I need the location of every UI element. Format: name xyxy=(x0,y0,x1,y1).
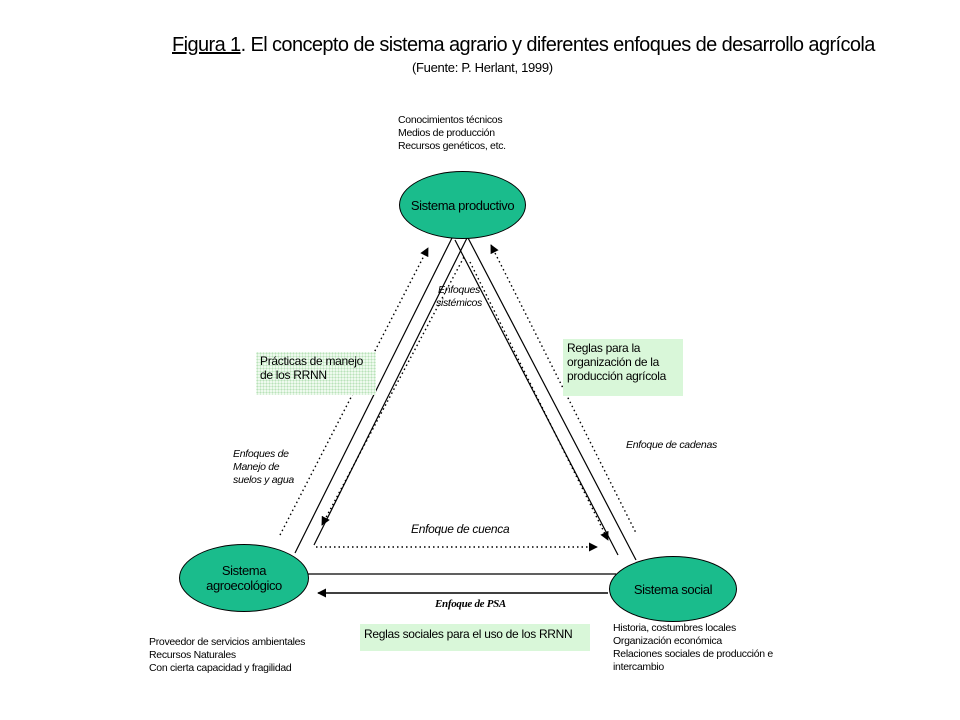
social-note: Relaciones sociales de producción e xyxy=(613,648,773,660)
box-reglas-organizacion: Reglas para la organización de la produc… xyxy=(563,339,683,396)
box-reglas-sociales: Reglas sociales para el uso de los RRNN xyxy=(360,624,590,651)
agro-note: Recursos Naturales xyxy=(149,649,236,661)
node-sistema-productivo: Sistema productivo xyxy=(399,171,526,239)
node-social-label: Sistema social xyxy=(633,581,713,597)
social-note: intercambio xyxy=(613,661,664,673)
box-practicas-manejo: Prácticas de manejo de los RRNN xyxy=(256,352,376,395)
label-enfoque-psa: Enfoque de PSA xyxy=(435,598,506,610)
productive-note: Recursos genéticos, etc. xyxy=(398,140,506,152)
node-agro-label-line1: Sistema xyxy=(221,563,267,578)
agro-notes: Proveedor de servicios ambientales Recur… xyxy=(149,636,305,675)
left-inner-line xyxy=(313,237,468,546)
label-enfoques-suelos: Enfoques de Manejo de suelos y agua xyxy=(233,448,294,486)
node-agro-label-line2: agroecológico xyxy=(206,578,282,593)
right-outer-line xyxy=(466,235,637,561)
figure-source: (Fuente: P. Herlant, 1999) xyxy=(412,60,553,75)
right-dotted-inner xyxy=(469,261,609,541)
social-note: Historia, costumbres locales xyxy=(613,622,736,634)
social-notes: Historia, costumbres locales Organizació… xyxy=(613,622,773,674)
productive-note: Conocimientos técnicos xyxy=(398,114,503,126)
label-enfoque-cuenca: Enfoque de cuenca xyxy=(411,522,510,536)
social-note: Organización económica xyxy=(613,635,722,647)
figure-title-text: . El concepto de sistema agrario y difer… xyxy=(240,34,876,56)
productive-note: Medios de producción xyxy=(398,127,495,139)
label-enfoques-sistemicos: Enfoques sistémicos xyxy=(436,284,483,309)
figure-label: Figura 1 xyxy=(172,34,241,56)
left-dotted-inner xyxy=(321,254,466,526)
node-productive-label: Sistema productivo xyxy=(410,197,515,213)
node-sistema-social: Sistema social xyxy=(609,556,737,622)
figure-title: Figura 1. El concepto de sistema agrario… xyxy=(172,34,875,57)
productive-notes: Conocimientos técnicos Medios de producc… xyxy=(398,114,506,153)
label-enfoque-cadenas: Enfoque de cadenas xyxy=(626,439,717,451)
agro-note: Proveedor de servicios ambientales xyxy=(149,636,306,648)
right-inner-line xyxy=(454,239,619,556)
agro-note: Con cierta capacidad y fragilidad xyxy=(149,662,292,674)
node-sistema-agroecologico: Sistema agroecológico xyxy=(179,544,309,612)
